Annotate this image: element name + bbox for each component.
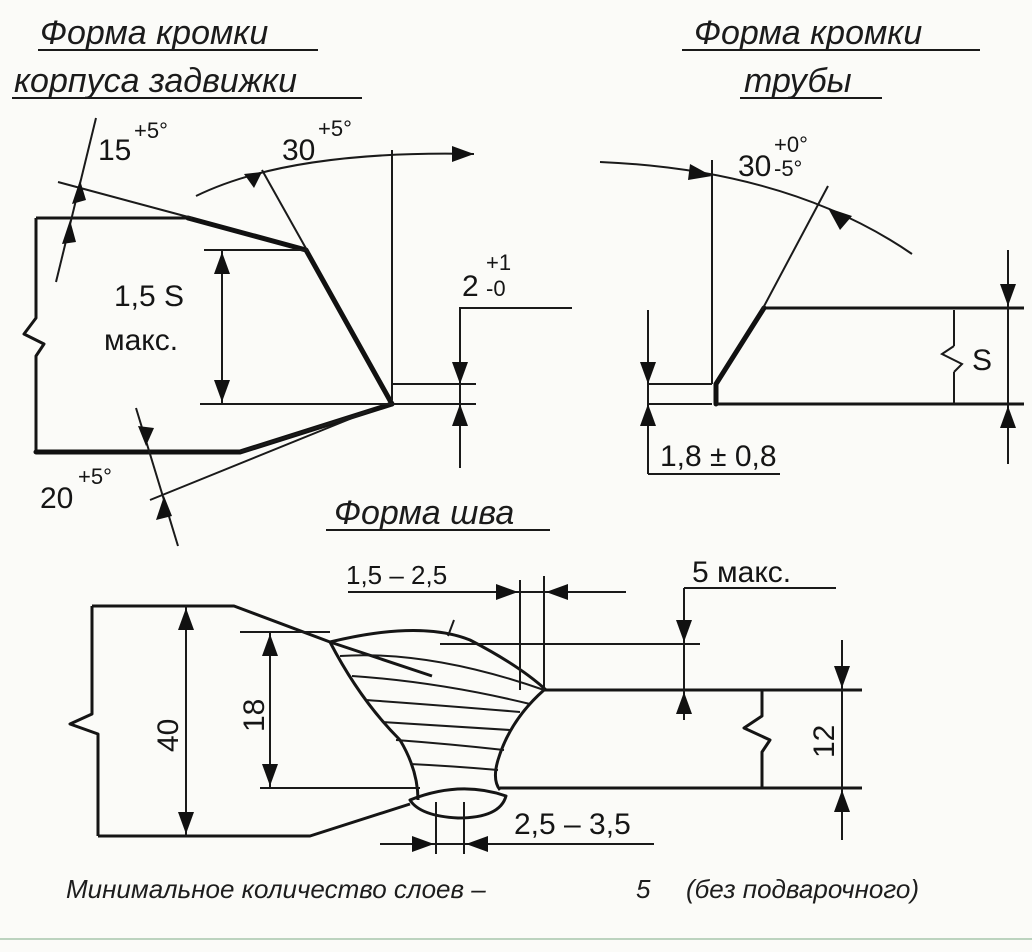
label-root-tol-down: -0 [486, 276, 506, 301]
label-pipe-angle-base: 30 [738, 150, 771, 183]
label-angle-top-tol: +5° [134, 118, 168, 143]
arrow-head [178, 812, 194, 834]
caption-note: (без подварочного) [686, 874, 919, 904]
ext-line-bevel-angle [261, 169, 309, 253]
weld-layer [409, 763, 499, 771]
title-pipe-edge-line2: трубы [744, 62, 852, 100]
label-pipe-wall: 12 [808, 725, 841, 758]
pipe-break-line [742, 690, 772, 788]
label-root-tol-up: +1 [486, 250, 511, 275]
arrow-head [214, 380, 230, 402]
valve-bevel-edge [185, 215, 395, 407]
weld-left-fusion [328, 641, 420, 801]
arrow-head [62, 220, 76, 244]
bottom-divider [0, 938, 1032, 940]
arrow-head [262, 634, 278, 656]
valve-bottom-bevel [33, 401, 395, 455]
arrow-head [834, 666, 850, 688]
arrow-head [244, 172, 262, 188]
weld-dimension-labels: 1,5 – 2,5 5 макс. 40 18 12 2,5 – 3,5 [152, 556, 841, 841]
ext-line-bottom [239, 409, 373, 453]
weld-layer [395, 739, 505, 751]
arrow-head [466, 836, 488, 852]
weld-layer [351, 675, 531, 705]
title-pipe-edge-line1: Форма кромки [694, 14, 922, 52]
title-valve-edge-line2: корпуса задвижки [14, 62, 297, 100]
arrow-head [262, 764, 278, 786]
arrow-head [178, 608, 194, 630]
label-pipe-thickness: S [972, 344, 992, 377]
arrow-head [1000, 284, 1016, 306]
weld-right-fusion [493, 688, 545, 791]
title-pipe-edge: Форма кромки трубы [682, 14, 980, 100]
left-plate-break [68, 606, 100, 836]
label-pipe-root: 1,8 ± 0,8 [660, 440, 777, 473]
arrow-head [412, 836, 434, 852]
label-root-base: 2 [462, 270, 479, 303]
pipe-edge-profile [599, 160, 1024, 475]
arrow-head [834, 790, 850, 812]
break-line [22, 218, 46, 452]
weld-layer [365, 699, 521, 713]
cap-tick [447, 619, 455, 637]
pipe-dimension-labels: 30 +0° -5° S 1,8 ± 0,8 [660, 132, 992, 473]
label-cap-width: 1,5 – 2,5 [346, 560, 447, 590]
label-angle-bottom-tol: +5° [78, 464, 112, 489]
arrow-head [640, 404, 656, 426]
caption-text: Минимальное количество слоев – [66, 874, 486, 904]
arrow-head [72, 180, 86, 204]
label-height-line1: 1,5 S [114, 280, 184, 313]
leader-root [459, 307, 572, 468]
ext-line-bevel [761, 185, 829, 311]
arrow-head [676, 692, 692, 714]
label-pipe-angle-tol-down: -5° [774, 156, 802, 181]
title-valve-edge-line1: Форма кромки [40, 14, 268, 52]
caption: Минимальное количество слоев – 5 (без по… [66, 874, 919, 904]
arrow-head [640, 362, 656, 384]
label-angle-bevel-tol: +5° [318, 116, 352, 141]
label-groove-height: 18 [238, 699, 271, 732]
label-angle-bottom-base: 20 [40, 482, 73, 515]
arrow-head [452, 362, 468, 384]
arc-pipe-angle [599, 161, 913, 255]
arc-bevel-angle [195, 152, 475, 197]
label-root-width: 2,5 – 3,5 [514, 808, 631, 841]
caption-count: 5 [636, 874, 651, 904]
left-plate-top [92, 604, 433, 678]
label-total-height: 40 [152, 719, 185, 752]
weld-layer [381, 721, 511, 731]
weld-section [68, 576, 862, 854]
arrow-head [214, 252, 230, 274]
arrow-head [676, 620, 692, 642]
weld-cap [329, 628, 548, 692]
arrow-head [828, 208, 852, 230]
arrow-head [452, 404, 468, 426]
weld-layer [339, 654, 545, 691]
arrow-head [688, 164, 712, 180]
arrow-head [156, 496, 172, 520]
arrow-head [1000, 406, 1016, 428]
valve-dimension-labels: 15 +5° 30 +5° 1,5 S макс. 2 +1 -0 20 +5° [40, 116, 511, 515]
label-height-line2: макс. [104, 324, 178, 357]
thickness-break [940, 345, 964, 373]
arrow-head [496, 584, 518, 600]
arrow-head [452, 146, 474, 162]
title-valve-edge: Форма кромки корпуса задвижки [12, 14, 362, 100]
ext-line-bottom-angle [149, 409, 373, 501]
label-reinforcement: 5 макс. [692, 556, 791, 589]
pipe-bevel-edge [713, 305, 767, 407]
arrow-head [138, 426, 154, 446]
arrow-head [546, 584, 568, 600]
valve-edge-profile [22, 117, 572, 547]
label-pipe-angle-tol-up: +0° [774, 132, 808, 157]
weld-root-bead [408, 787, 508, 820]
left-plate-bottom [98, 802, 411, 838]
title-weld-shape-text: Форма шва [334, 494, 514, 532]
label-angle-top-base: 15 [98, 134, 131, 167]
label-angle-bevel-base: 30 [282, 134, 315, 167]
title-weld-shape: Форма шва [326, 494, 550, 532]
